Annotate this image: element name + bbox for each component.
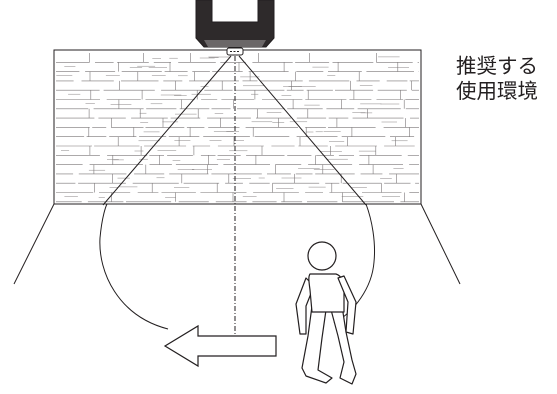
caption-line-1: 推奨する <box>456 54 538 78</box>
usage-environment-caption: 推奨する 使用環境 <box>456 54 556 104</box>
floor-edge-right <box>420 203 461 285</box>
ceiling-sensor-icon <box>195 0 275 56</box>
wall-outline <box>53 49 422 205</box>
sensor-housing <box>195 0 275 48</box>
walking-person-icon <box>295 241 357 385</box>
brick-wall <box>53 49 422 205</box>
sensor-face <box>204 40 266 47</box>
wall-texture <box>56 53 419 203</box>
caption-line-2: 使用環境 <box>456 79 538 103</box>
cone-edge-left <box>102 55 232 206</box>
person-torso <box>308 273 345 313</box>
left-arrow-icon <box>163 324 277 368</box>
person-front-leg <box>329 305 357 385</box>
floor-edge-left <box>13 203 55 285</box>
cone-edge-right <box>238 55 367 206</box>
detection-cone <box>102 55 367 335</box>
person-front-arm <box>337 275 357 335</box>
person-head <box>307 241 337 271</box>
floor-edges <box>13 203 461 285</box>
person-back-leg <box>301 305 333 384</box>
